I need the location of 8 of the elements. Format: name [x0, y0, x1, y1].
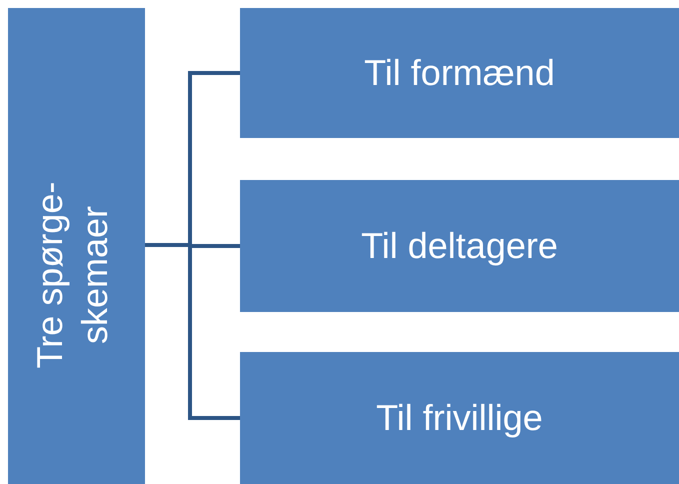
box-label: Til formænd	[363, 51, 556, 95]
item-box	[240, 352, 679, 484]
box-label: Til deltagere	[360, 224, 559, 268]
box-label: Tre spørge- skemaer	[28, 180, 116, 370]
item-box	[240, 8, 679, 138]
item-box	[240, 180, 679, 312]
category-box	[8, 8, 145, 484]
box-label: Til frivillige	[375, 396, 544, 440]
